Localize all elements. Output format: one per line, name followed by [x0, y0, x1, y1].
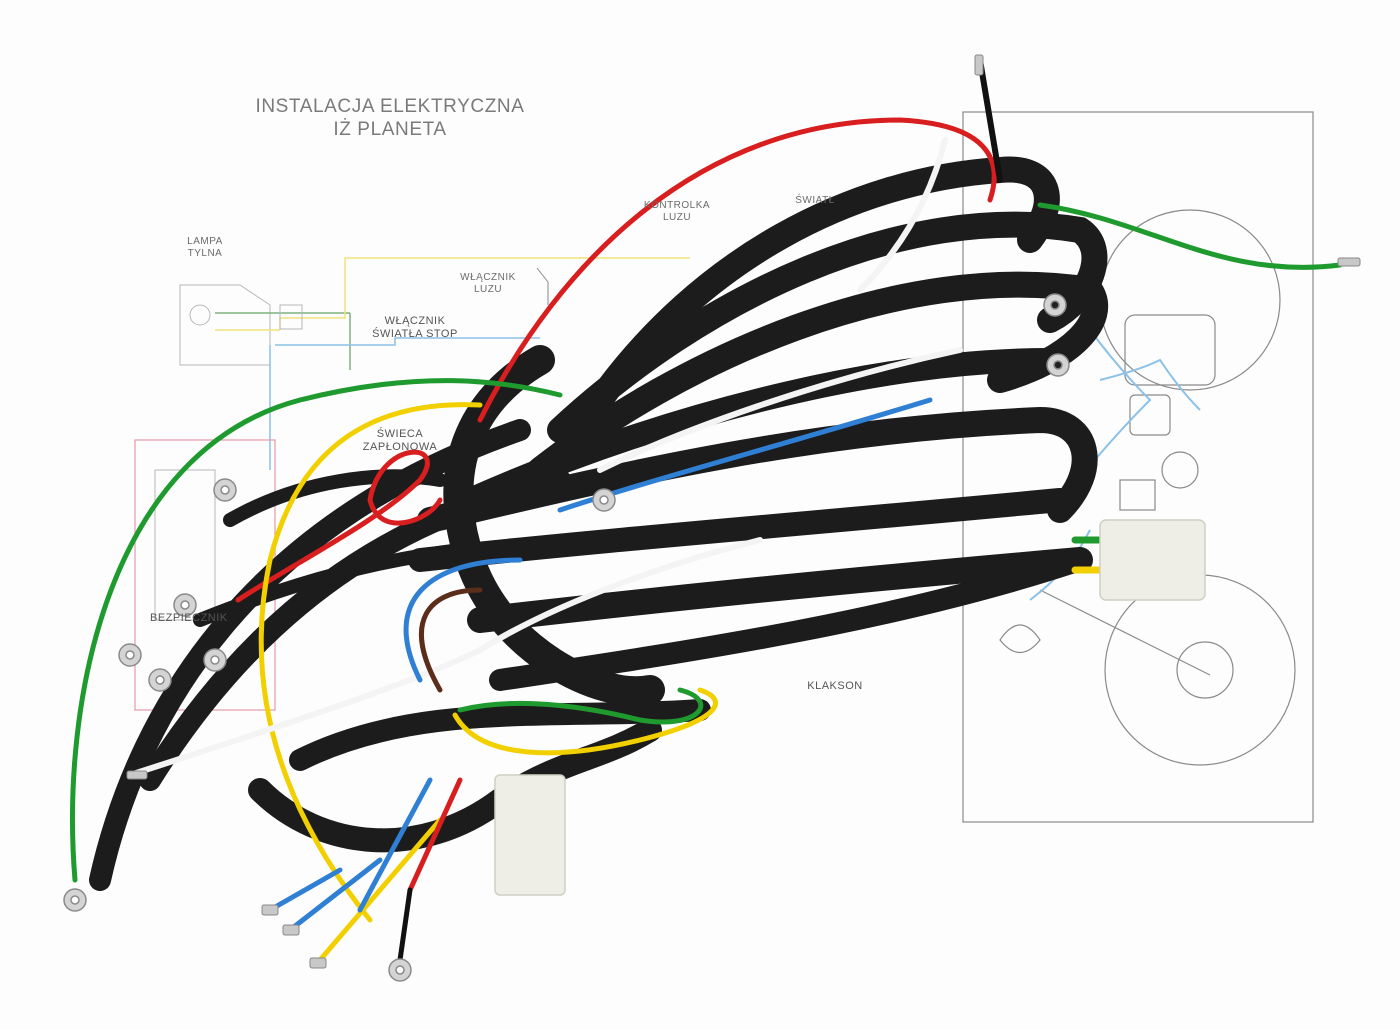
connector-right — [1099, 519, 1206, 601]
label-swieca-zaplonowa: ŚWIECA ZAPŁONOWA — [362, 428, 438, 453]
label-kontrolka-luzu: KONTROLKA LUZU — [643, 200, 711, 223]
label-lampa-tylna: LAMPA TYLNA — [187, 236, 223, 259]
diagram-title-line2: IŻ PLANETA — [333, 118, 447, 140]
label-klakson: KLAKSON — [807, 680, 863, 692]
label-wlacznik-luzu: WŁĄCZNIK LUZU — [460, 272, 516, 295]
label-wlacznik-swiatla-stop: WŁĄCZNIK ŚWIATŁA STOP — [372, 315, 458, 340]
connector-bottom — [494, 774, 566, 896]
diagram-title-line1: INSTALACJA ELEKTRYCZNA — [255, 96, 525, 117]
label-bezpiecznik: BEZPIECZNIK — [150, 612, 228, 624]
diagram-title: INSTALACJA ELEKTRYCZNA IŻ PLANETA — [230, 96, 550, 142]
label-swiatlo: ŚWIATŁ — [795, 195, 835, 206]
